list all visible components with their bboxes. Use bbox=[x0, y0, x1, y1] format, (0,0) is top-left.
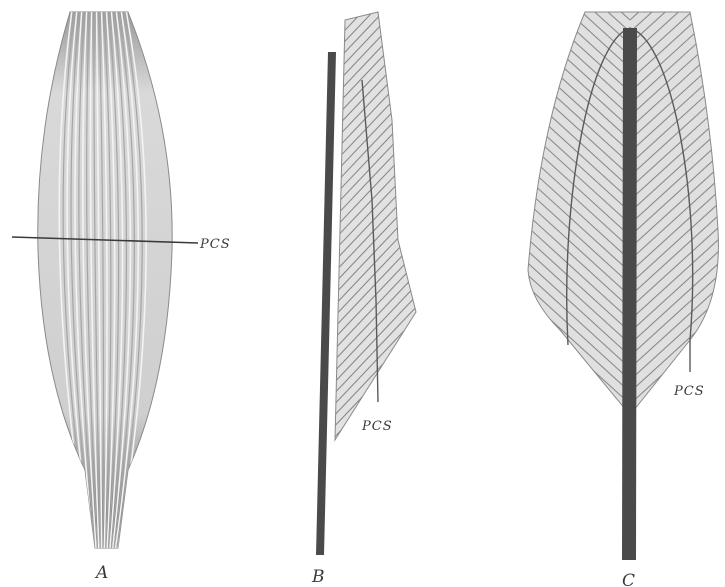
muscle-fiber-line bbox=[330, 490, 420, 585]
panel-a-fusiform-muscle: PCS A bbox=[12, 10, 231, 583]
muscle-fiber-line bbox=[630, 412, 725, 512]
panel-c-pcs-label: PCS bbox=[673, 384, 705, 399]
muscle-fiber-line bbox=[520, 472, 630, 572]
muscle-fiber-line bbox=[630, 484, 725, 584]
muscle-fiber-line bbox=[630, 472, 725, 572]
muscle-fiber-line bbox=[520, 436, 630, 536]
panel-b-pcs-label: PCS bbox=[361, 419, 393, 434]
panel-a-caption: A bbox=[94, 563, 108, 583]
muscle-fiber-line bbox=[520, 448, 630, 548]
muscle-fiber-line bbox=[520, 424, 630, 524]
muscle-fiber-line bbox=[630, 424, 725, 524]
muscle-fiber-line bbox=[630, 460, 725, 560]
muscle-fiber-line bbox=[630, 400, 725, 500]
muscle-fiber-line bbox=[520, 508, 630, 587]
panel-b-tendon bbox=[316, 52, 336, 555]
muscle-fiber-line bbox=[330, 468, 420, 563]
muscle-fiber-line bbox=[520, 400, 630, 500]
muscle-fiber-line bbox=[330, 512, 420, 587]
muscle-fiber-line bbox=[520, 412, 630, 512]
muscle-fiber-line bbox=[330, 435, 420, 530]
muscle-fiber-line bbox=[630, 388, 725, 488]
muscle-fiber-line bbox=[330, 424, 420, 519]
panel-c-tendon bbox=[622, 28, 637, 560]
muscle-fiber-line bbox=[520, 496, 630, 587]
muscle-fiber-line bbox=[630, 508, 725, 587]
panel-a-pcs-label: PCS bbox=[199, 237, 231, 252]
muscle-fiber-line bbox=[520, 484, 630, 584]
muscle-fiber-line bbox=[330, 479, 420, 574]
panel-c-bipennate-muscle: PCS C bbox=[520, 0, 725, 587]
muscle-fiber-line bbox=[520, 460, 630, 560]
muscle-fiber-line bbox=[330, 446, 420, 541]
muscle-fiber-line bbox=[330, 457, 420, 552]
muscle-fiber-line bbox=[630, 448, 725, 548]
muscle-fiber-line bbox=[630, 436, 725, 536]
muscle-fiber-line bbox=[520, 388, 630, 488]
muscle-fiber-line bbox=[630, 496, 725, 587]
panel-b-unipennate-muscle: PCS B bbox=[311, 0, 420, 587]
panel-c-caption: C bbox=[622, 571, 635, 587]
muscle-fiber-line bbox=[330, 501, 420, 587]
panel-b-caption: B bbox=[311, 567, 325, 587]
